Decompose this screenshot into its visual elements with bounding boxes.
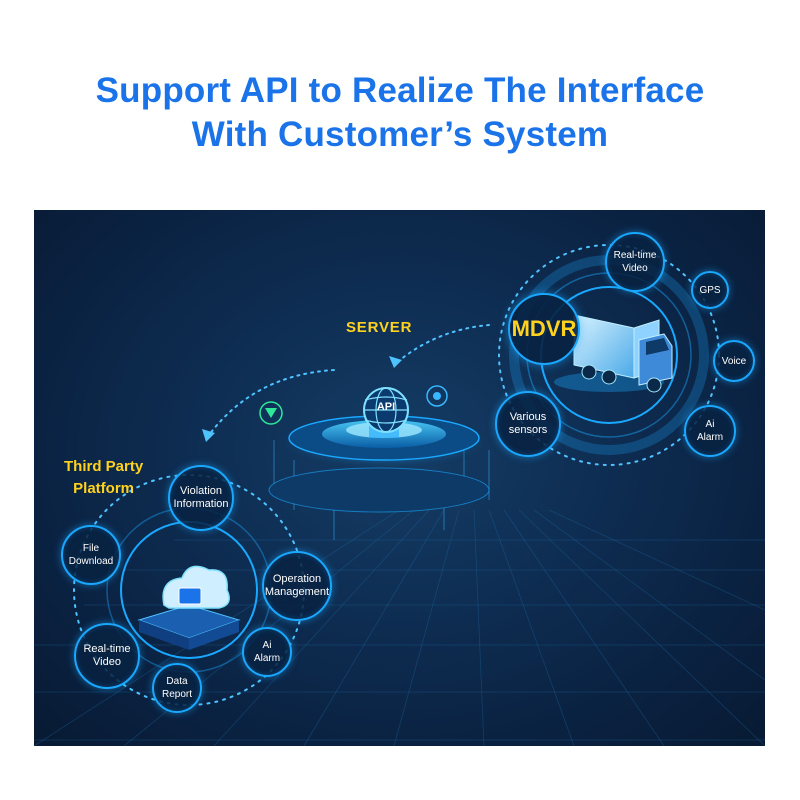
mdvr-node-voice: Voice	[713, 340, 755, 382]
node-text-line: Operation	[272, 573, 322, 585]
node-text-line: Alarm	[696, 432, 724, 443]
api-diagram-panel: SERVER API MDVR Third Party Platform Rea…	[34, 210, 765, 746]
node-text-line: Ai	[705, 419, 715, 430]
node-text-line: File	[82, 543, 100, 554]
node-text-line: sensors	[508, 424, 548, 436]
node-text-line: Video	[93, 656, 121, 668]
node-text-line: Information	[173, 498, 229, 510]
node-text-line: Management	[264, 586, 330, 598]
node-text-line: Real-time	[613, 250, 657, 261]
node-text-line: Voice	[721, 355, 747, 367]
mdvr-badge: MDVR	[508, 293, 580, 365]
node-text-line: Various	[509, 411, 547, 423]
node-text-line: Download	[68, 556, 114, 567]
diagram-graphics	[34, 244, 765, 746]
cloud-storage-icon	[137, 565, 241, 650]
page-title-line-2: With Customer’s System	[191, 115, 609, 154]
connection-arrows	[208, 324, 490, 436]
node-text-line: Alarm	[253, 653, 281, 664]
mdvr-node-gps: GPS	[691, 271, 729, 309]
node-text-line: Violation	[180, 485, 222, 497]
filter-icon	[259, 401, 283, 425]
node-text-line: Data	[166, 676, 188, 687]
api-platform	[268, 414, 499, 513]
node-text-line: Video	[622, 263, 648, 274]
page-title-line-1: Support API to Realize The Interface	[95, 71, 705, 110]
node-text-line: Ai	[262, 640, 272, 651]
third-party-platform-label: Third Party Platform	[64, 456, 143, 500]
settings-icon	[426, 385, 448, 407]
node-text-line: Real-time	[83, 643, 131, 655]
mdvr-label: MDVR	[511, 316, 577, 341]
third-party-label-line-2: Platform	[73, 480, 135, 497]
node-text-line: Report	[161, 689, 192, 700]
api-globe-icon	[363, 387, 409, 433]
third-party-label-line-1: Third Party	[64, 458, 144, 475]
server-label: SERVER	[346, 319, 413, 336]
arrowheads	[202, 356, 402, 442]
truck-icon	[554, 314, 673, 393]
node-text-line: GPS	[699, 284, 721, 296]
api-label: API	[376, 401, 396, 413]
